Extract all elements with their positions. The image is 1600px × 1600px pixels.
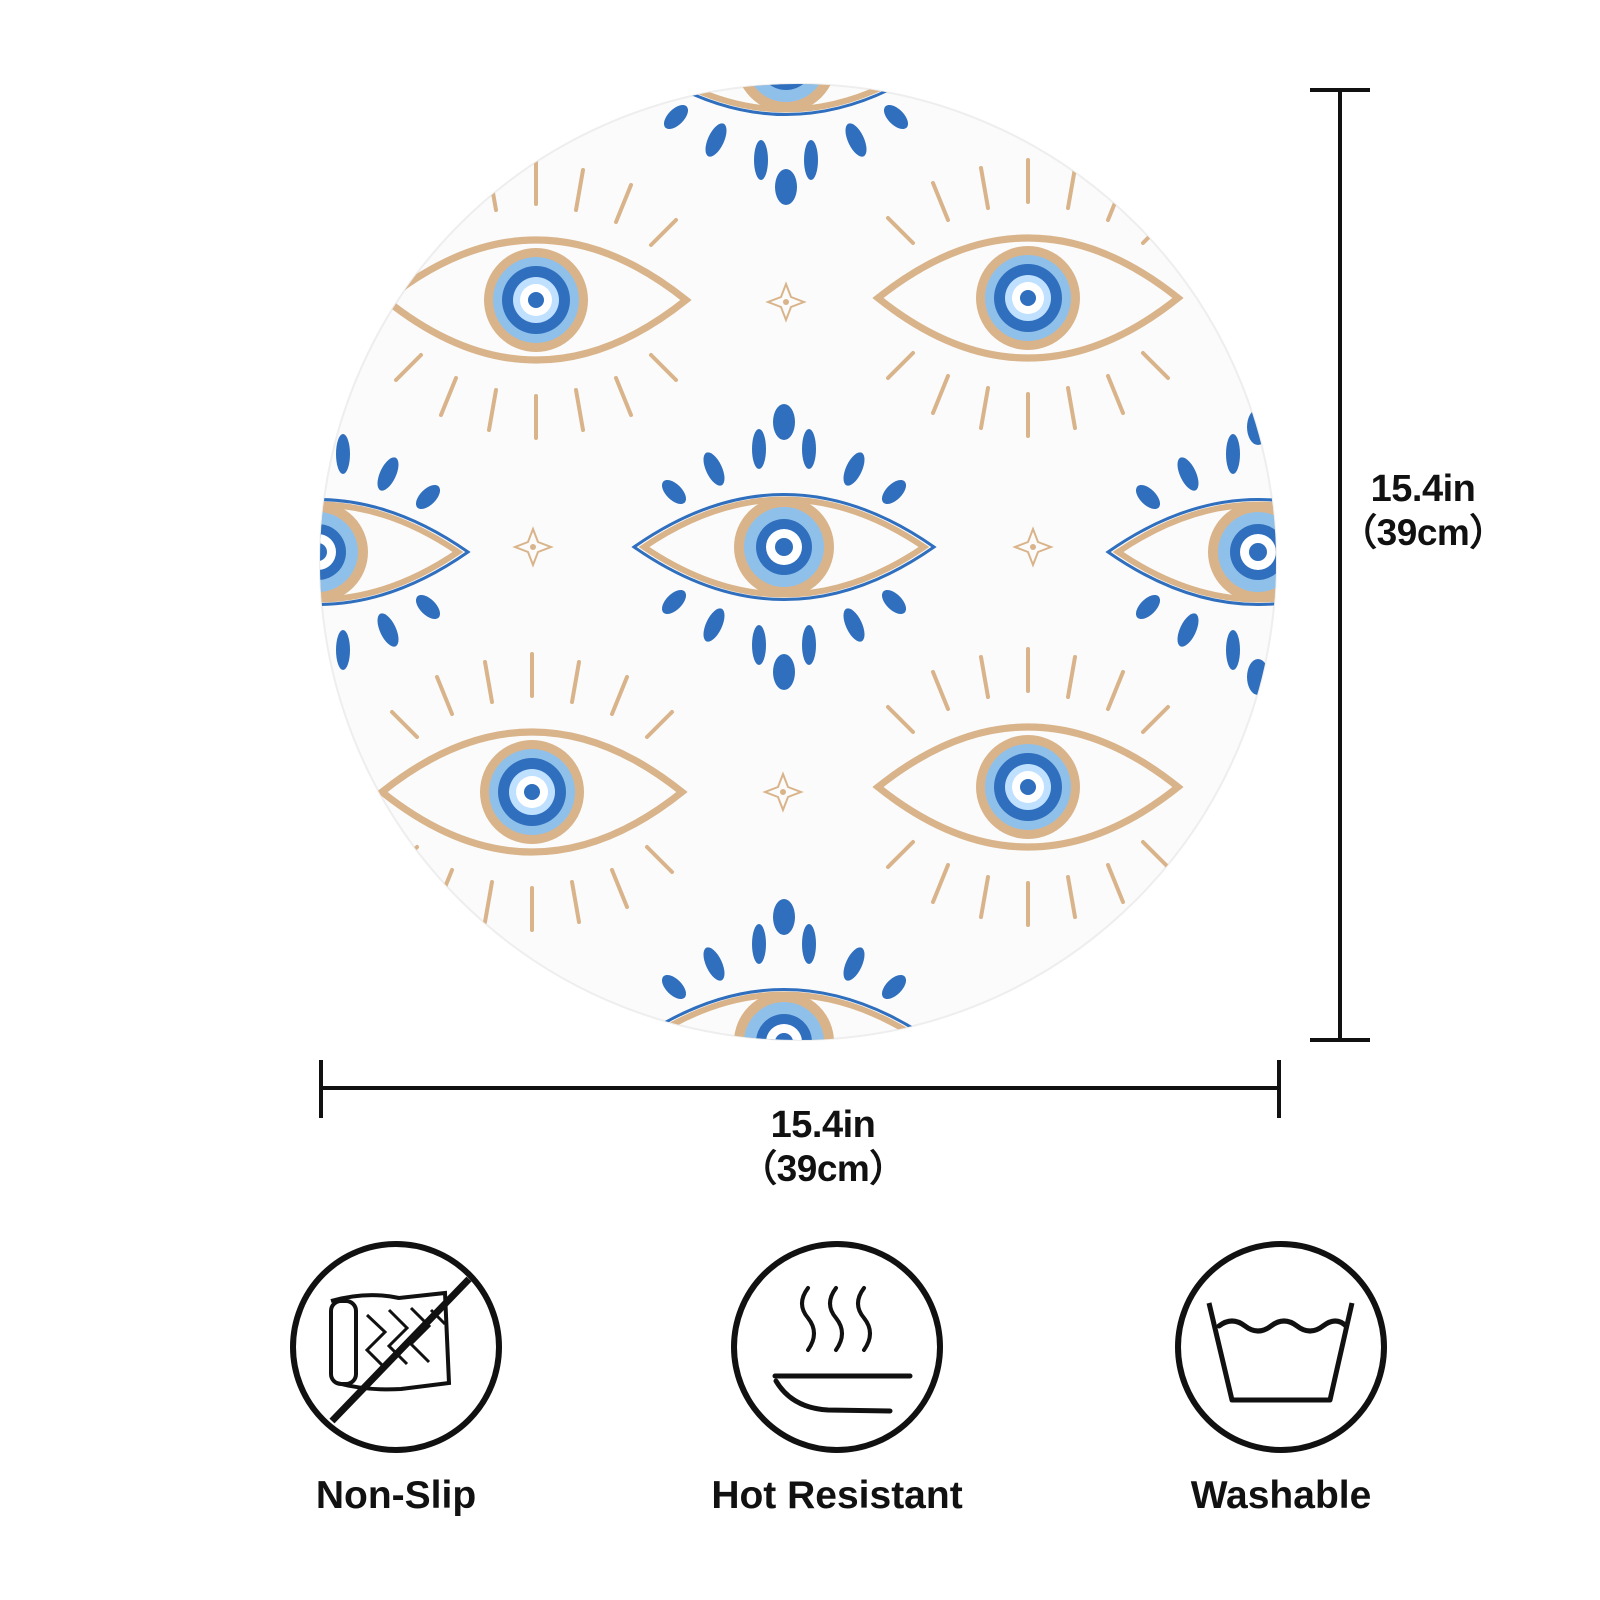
non-slip-label: Non-Slip: [315, 1474, 477, 1517]
height-dimension-label: 15.4in （39cm）: [1338, 468, 1508, 554]
width-dimension-icon: [319, 1060, 1281, 1118]
evil-eye-pattern-mat: [319, 83, 1277, 1041]
washable-label: Washable: [1190, 1474, 1372, 1517]
width-dimension-label: 15.4in （39cm）: [718, 1104, 928, 1190]
width-centimeters: （39cm）: [740, 1147, 906, 1189]
height-dimension-line: [1310, 85, 1370, 1045]
feature-washable: Washable: [1131, 1240, 1431, 1520]
height-centimeters: （39cm）: [1340, 511, 1506, 553]
hot-resistant-icon: [730, 1240, 944, 1454]
hot-resistant-label: Hot Resistant: [711, 1474, 963, 1517]
width-inches: 15.4in: [770, 1104, 876, 1146]
round-mat-product: [318, 82, 1278, 1042]
width-dimension-line: [318, 1060, 1282, 1130]
feature-non-slip: Non-Slip: [246, 1240, 546, 1520]
height-dimension-icon: [1310, 88, 1370, 1042]
feature-hot-resistant: Hot Resistant: [687, 1240, 987, 1520]
washable-icon: [1174, 1240, 1388, 1454]
height-inches: 15.4in: [1370, 468, 1476, 510]
non-slip-icon: [289, 1240, 503, 1454]
